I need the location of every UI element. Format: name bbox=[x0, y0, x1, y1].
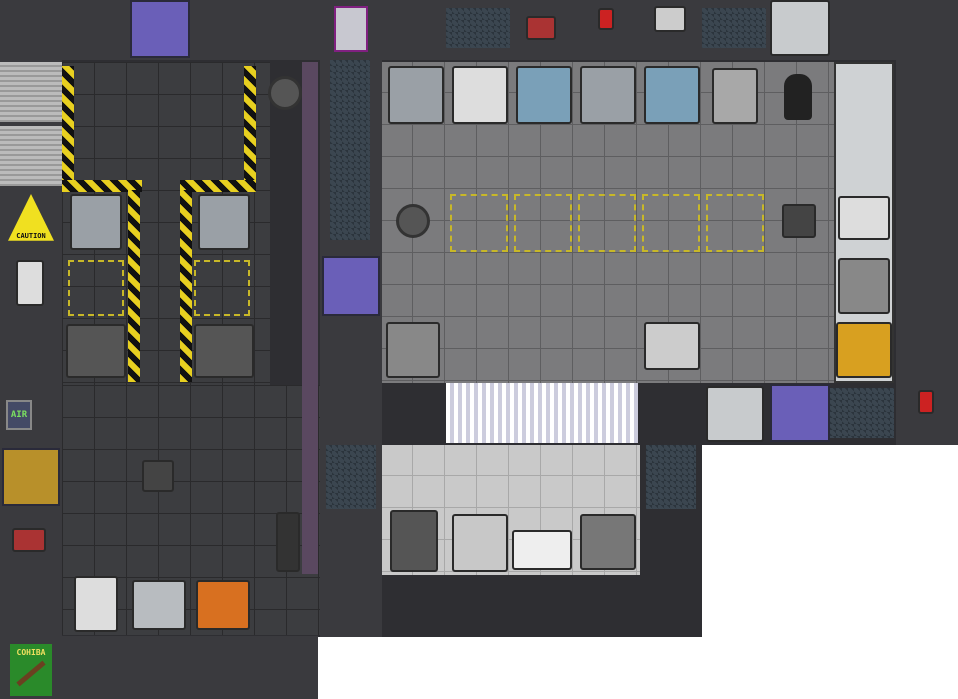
floor-grate bbox=[330, 60, 370, 240]
computer-console[interactable] bbox=[386, 322, 440, 378]
circuit-imprinter[interactable] bbox=[580, 66, 636, 124]
computer-console[interactable] bbox=[194, 324, 254, 378]
void-area bbox=[318, 637, 702, 699]
marked-tile bbox=[194, 260, 250, 316]
marked-tile bbox=[450, 194, 508, 252]
hazard-stripe bbox=[180, 180, 256, 192]
blast-door[interactable] bbox=[770, 0, 830, 56]
protolathe[interactable] bbox=[516, 66, 572, 124]
mech-bay-machine[interactable] bbox=[198, 194, 250, 250]
protolathe[interactable] bbox=[644, 66, 700, 124]
corridor-east bbox=[896, 0, 958, 445]
table-device[interactable] bbox=[644, 322, 700, 370]
cigar-icon bbox=[16, 660, 46, 687]
airlock-door[interactable] bbox=[770, 384, 830, 442]
cryo-tube[interactable] bbox=[390, 510, 438, 572]
marked-tile bbox=[578, 194, 636, 252]
shutter[interactable] bbox=[0, 62, 62, 122]
hazard-stripe bbox=[128, 190, 140, 382]
blast-door[interactable] bbox=[706, 386, 764, 442]
marked-tile bbox=[514, 194, 572, 252]
research-machine[interactable] bbox=[388, 66, 444, 124]
fire-extinguisher-cabinet[interactable] bbox=[16, 260, 44, 306]
fax-machine[interactable] bbox=[836, 322, 892, 378]
office-chair[interactable] bbox=[784, 74, 812, 120]
floor-vent[interactable] bbox=[782, 204, 816, 238]
air-sign: AIR bbox=[6, 400, 32, 430]
marked-tile bbox=[706, 194, 764, 252]
operating-table[interactable] bbox=[512, 530, 572, 570]
wall-monitor[interactable] bbox=[654, 6, 686, 32]
floor-grate bbox=[446, 8, 510, 48]
hazard-stripe bbox=[62, 66, 74, 186]
vent-fan[interactable] bbox=[268, 76, 302, 110]
airlock-door[interactable] bbox=[322, 256, 380, 316]
airlock-door[interactable] bbox=[2, 448, 60, 506]
computer-console[interactable] bbox=[838, 258, 890, 314]
toolbox-table[interactable] bbox=[132, 580, 186, 630]
robot-fabricator[interactable] bbox=[196, 580, 250, 630]
floor-grate bbox=[702, 8, 766, 48]
fire-alarm[interactable] bbox=[598, 8, 614, 30]
hazard-stripe bbox=[244, 66, 256, 186]
floor-grate bbox=[830, 388, 894, 438]
vending-machine[interactable] bbox=[276, 512, 300, 572]
cohiba-poster: COHIBA bbox=[10, 644, 52, 696]
paper-stack[interactable] bbox=[838, 196, 890, 240]
floor-grate bbox=[646, 445, 696, 509]
airlock-door[interactable] bbox=[130, 0, 190, 58]
mech-bay-machine[interactable] bbox=[70, 194, 122, 250]
marked-tile bbox=[642, 194, 700, 252]
void-area bbox=[702, 445, 958, 699]
exosuit[interactable] bbox=[452, 514, 508, 572]
vent-fan[interactable] bbox=[396, 204, 430, 238]
air-sign-label: AIR bbox=[10, 410, 28, 420]
hazard-stripe bbox=[180, 190, 192, 382]
medical-computer[interactable] bbox=[580, 514, 636, 570]
cohiba-poster-label: COHIBA bbox=[16, 648, 46, 657]
filing-cabinet[interactable] bbox=[712, 68, 758, 124]
shutter[interactable] bbox=[0, 126, 62, 186]
wall-terminal[interactable] bbox=[526, 16, 556, 40]
wall-terminal[interactable] bbox=[12, 528, 46, 552]
computer-console[interactable] bbox=[66, 324, 126, 378]
hazard-stripe bbox=[62, 180, 142, 192]
pipe-purple bbox=[302, 62, 318, 574]
corridor-south bbox=[0, 636, 318, 699]
curtain[interactable] bbox=[446, 383, 638, 443]
server-console[interactable] bbox=[452, 66, 508, 124]
floor-grate bbox=[326, 445, 376, 509]
fire-alarm[interactable] bbox=[918, 390, 934, 414]
robot-poster bbox=[334, 6, 368, 52]
locker[interactable] bbox=[74, 576, 118, 632]
vent[interactable] bbox=[142, 460, 174, 492]
caution-sign-label: CAUTION bbox=[16, 232, 46, 240]
marked-tile bbox=[68, 260, 124, 316]
